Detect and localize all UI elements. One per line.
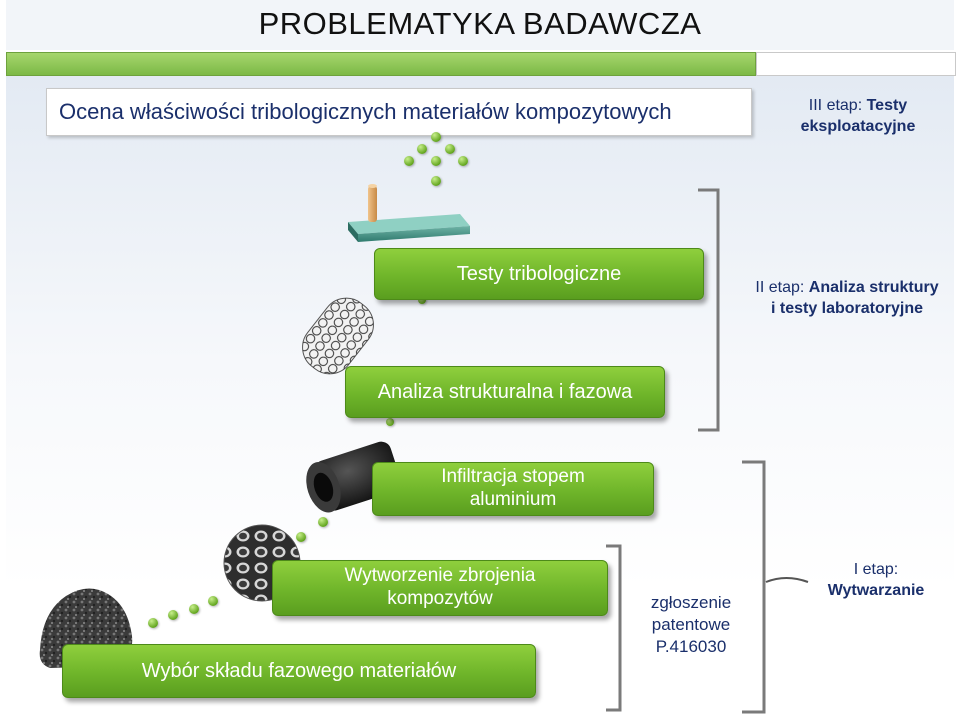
stage2-name: Analiza struktury [808, 279, 939, 296]
stage3-label: III etap: Testy eksploatacyjne [758, 96, 958, 138]
step-tribology-label: Testy tribologiczne [456, 263, 622, 285]
pin-on-plate-image [348, 184, 470, 242]
stage1-line1: I etap: [853, 561, 899, 578]
stage3-prefix: III etap: [808, 97, 867, 114]
header-side-bar [756, 52, 956, 76]
step-reinforcement-line1: Wytworzenie zbrojenia [344, 565, 536, 587]
stage3-line2: eksploatacyjne [800, 117, 916, 135]
step-infiltration-line2: aluminium [469, 489, 557, 510]
dot [208, 596, 218, 606]
dot [418, 296, 426, 304]
stage2-prefix: II etap: [755, 279, 809, 296]
dot [148, 618, 158, 628]
patent-number: P.416030 [655, 637, 727, 657]
step-reinforcement-line2: kompozytów [387, 588, 493, 609]
patent-line2: patentowe [651, 615, 731, 635]
dot [386, 418, 394, 426]
step-reinforcement: Wytworzenie zbrojenia kompozytów [272, 560, 608, 616]
stage1-bracket [742, 460, 766, 714]
dot [296, 532, 306, 542]
step-composition-label: Wybór składu fazowego materiałów [141, 660, 457, 682]
patent-label: zgłoszenie patentowe P.416030 [636, 592, 746, 658]
subtitle: Ocena właściwości tribologicznych materi… [59, 99, 672, 124]
dot [189, 604, 199, 614]
patent-line1: zgłoszenie [650, 593, 732, 612]
dot [445, 144, 455, 154]
nanotube-image [302, 297, 374, 375]
step-analysis-label: Analiza strukturalna i fazowa [377, 381, 633, 403]
step-infiltration-line1: Infiltracja stopem [441, 466, 585, 488]
dot [318, 517, 328, 527]
header-accent-bar [6, 52, 756, 76]
stage1-arrow [765, 577, 809, 583]
stage1-label: I etap: Wytwarzanie [806, 560, 946, 602]
dot [404, 156, 414, 166]
subtitle-box: Ocena właściwości tribologicznych materi… [46, 88, 752, 136]
patent-bracket [606, 544, 622, 712]
dot [168, 610, 178, 620]
stage1-line2: Wytwarzanie [827, 581, 925, 599]
stage2-line2: i testy laboratoryjne [770, 299, 924, 317]
header-background [6, 0, 954, 50]
stage3-name: Testy [866, 97, 908, 114]
step-structural-analysis: Analiza strukturalna i fazowa [345, 366, 665, 418]
dot [417, 144, 427, 154]
dot [431, 132, 441, 142]
dot [458, 156, 468, 166]
stage2-label: II etap: Analiza struktury i testy labor… [734, 278, 960, 320]
stage2-bracket [698, 188, 720, 432]
dot [431, 176, 441, 186]
page-title: PROBLEMATYKA BADAWCZA [258, 6, 702, 41]
step-tribology-tests: Testy tribologiczne [374, 248, 704, 300]
step-phase-composition: Wybór składu fazowego materiałów [62, 644, 536, 698]
dot [431, 156, 441, 166]
step-infiltration: Infiltracja stopem aluminium [372, 462, 654, 516]
